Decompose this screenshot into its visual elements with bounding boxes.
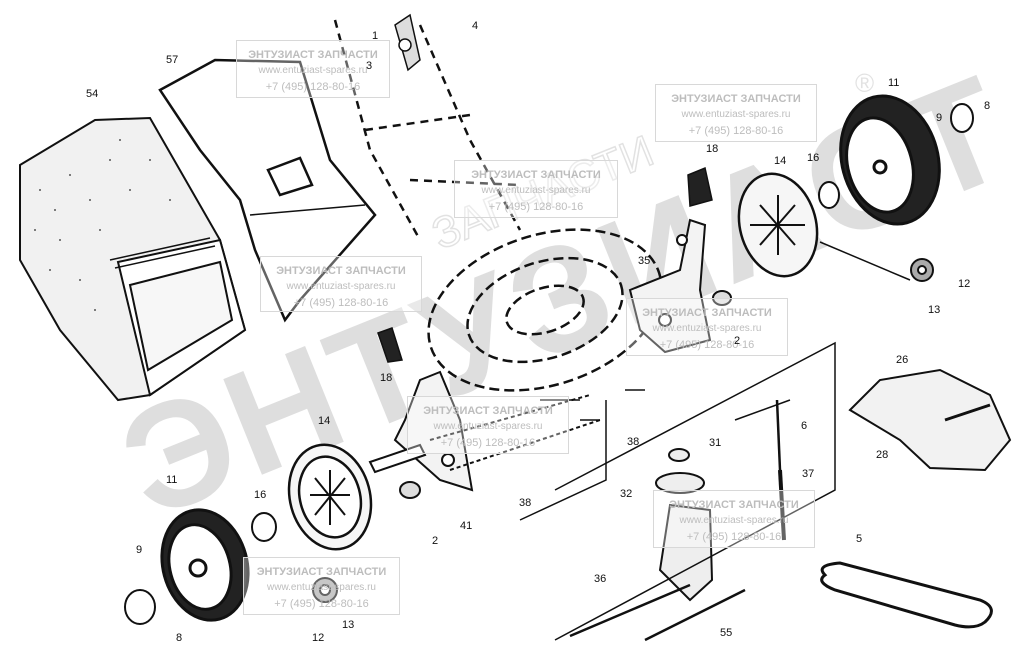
watermark-box-title: ЭНТУЗИАСТ ЗАПЧАСТИ <box>671 93 801 105</box>
watermark-registered-mark: ® <box>855 68 874 98</box>
grass-bag-texture <box>34 139 171 311</box>
part-label: 55 <box>720 627 733 639</box>
part-label: 13 <box>928 304 941 316</box>
hubcap-left <box>124 589 156 625</box>
part-label: 41 <box>460 520 473 532</box>
part-label: 36 <box>594 573 607 585</box>
hubcap-right <box>950 103 974 133</box>
watermark-box-url: www.entuziast-spares.ru <box>679 515 789 526</box>
handle-knob <box>394 13 421 72</box>
watermark-box-phone: +7 (495) 128-80-16 <box>686 531 782 543</box>
drive-belt <box>820 561 993 629</box>
rear-tire <box>839 94 941 226</box>
watermark-box-url: www.entuziast-spares.ru <box>681 109 791 120</box>
grass-bag <box>19 116 247 402</box>
part-label: 2 <box>432 535 439 547</box>
part-label: 26 <box>896 354 909 366</box>
part-label: 35 <box>638 255 651 267</box>
part-label: 18 <box>380 372 393 384</box>
part-label: 37 <box>802 468 815 480</box>
part-label: 28 <box>876 449 889 461</box>
handle-assembly <box>333 19 522 241</box>
part-label: 16 <box>254 489 267 501</box>
drive-cover <box>848 368 1012 472</box>
watermark-box-title: ЭНТУЗИАСТ ЗАПЧАСТИ <box>642 307 772 319</box>
axle-shaft <box>368 394 601 474</box>
washer-right <box>818 181 840 209</box>
part-label: 11 <box>888 77 900 89</box>
watermark-box-title: ЭНТУЗИАСТ ЗАПЧАСТИ <box>471 169 601 181</box>
leader-lines <box>519 341 836 641</box>
watermark-box: ЭНТУЗИАСТ ЗАПЧАСТИ www.entuziast-spares.… <box>407 396 569 454</box>
part-label: 57 <box>166 54 179 66</box>
plug-upper <box>687 166 713 207</box>
watermark-box-phone: +7 (495) 128-80-16 <box>688 125 784 137</box>
bag-frame <box>158 58 377 323</box>
part-label: 16 <box>807 152 820 164</box>
part-label: 1 <box>372 30 379 42</box>
watermark-box-phone: +7 (495) 128-80-16 <box>659 339 755 351</box>
front-wheel-hub <box>287 443 373 551</box>
part-label: 5 <box>856 533 863 545</box>
drive-gear-right <box>910 258 934 282</box>
watermark-box-phone: +7 (495) 128-80-16 <box>440 437 536 449</box>
part-label: 38 <box>519 497 532 509</box>
watermark-box: ЭНТУЗИАСТ ЗАПЧАСТИ www.entuziast-spares.… <box>260 256 422 312</box>
part-label: 6 <box>801 420 808 432</box>
axle-line-right <box>819 241 911 281</box>
bushing-left <box>399 481 421 499</box>
part-label: 9 <box>136 544 143 556</box>
part-label: 4 <box>472 20 479 32</box>
transmission-shafts <box>569 399 786 642</box>
part-label: 18 <box>706 143 719 155</box>
mower-deck <box>427 228 663 392</box>
front-height-bracket <box>393 370 474 492</box>
watermark-box: ЭНТУЗИАСТ ЗАПЧАСТИ www.entuziast-spares.… <box>626 298 788 356</box>
watermark-box-url: www.entuziast-spares.ru <box>286 281 396 292</box>
part-label: 12 <box>312 632 325 644</box>
part-label: 32 <box>620 488 633 500</box>
part-label: 14 <box>318 415 331 427</box>
watermark-box: ЭНТУЗИАСТ ЗАПЧАСТИ www.entuziast-spares.… <box>655 84 817 142</box>
part-label: 3 <box>366 60 373 72</box>
part-label: 8 <box>176 632 183 644</box>
watermark-box-url: www.entuziast-spares.ru <box>267 582 376 593</box>
part-label: 11 <box>166 474 178 486</box>
part-label: 2 <box>734 335 741 347</box>
rear-height-bracket <box>628 218 712 354</box>
watermark-box-phone: +7 (495) 128-80-16 <box>265 81 361 93</box>
part-label: 12 <box>958 278 971 290</box>
watermark-box-title: ЭНТУЗИАСТ ЗАПЧАСТИ <box>276 265 406 277</box>
rear-wheel-hub <box>737 172 819 278</box>
watermark-box-phone: +7 (495) 128-80-16 <box>488 201 584 213</box>
part-label: 14 <box>774 155 787 167</box>
part-label: 31 <box>709 437 722 449</box>
watermark-box-url: www.entuziast-spares.ru <box>652 323 762 334</box>
watermark-box-title: ЭНТУЗИАСТ ЗАПЧАСТИ <box>248 49 378 61</box>
part-label: 54 <box>86 88 99 100</box>
part-label: 8 <box>984 100 991 112</box>
watermark-box-title: ЭНТУЗИАСТ ЗАПЧАСТИ <box>669 499 799 511</box>
watermark-box-phone: +7 (495) 128-80-16 <box>293 297 389 309</box>
watermark-box: ЭНТУЗИАСТ ЗАПЧАСТИ www.entuziast-spares.… <box>243 557 400 615</box>
drive-gear-left <box>312 577 338 603</box>
watermark-box-url: www.entuziast-spares.ru <box>433 421 543 432</box>
watermark-box: ЭНТУЗИАСТ ЗАПЧАСТИ www.entuziast-spares.… <box>454 160 618 218</box>
part-label: 9 <box>936 112 943 124</box>
watermark-box-url: www.entuziast-spares.ru <box>481 185 591 196</box>
watermark-box-title: ЭНТУЗИАСТ ЗАПЧАСТИ <box>256 566 387 578</box>
washer-left <box>251 512 277 542</box>
watermark-box: ЭНТУЗИАСТ ЗАПЧАСТИ www.entuziast-spares.… <box>236 40 390 98</box>
part-label: 13 <box>342 619 355 631</box>
watermark-box: ЭНТУЗИАСТ ЗАПЧАСТИ www.entuziast-spares.… <box>653 490 815 548</box>
part-label: 38 <box>627 436 640 448</box>
watermark-box-phone: +7 (495) 128-80-16 <box>274 598 369 610</box>
watermark-box-url: www.entuziast-spares.ru <box>258 65 368 76</box>
watermark-box-title: ЭНТУЗИАСТ ЗАПЧАСТИ <box>423 405 553 417</box>
front-tire <box>160 508 250 622</box>
plug-lower <box>377 327 403 363</box>
